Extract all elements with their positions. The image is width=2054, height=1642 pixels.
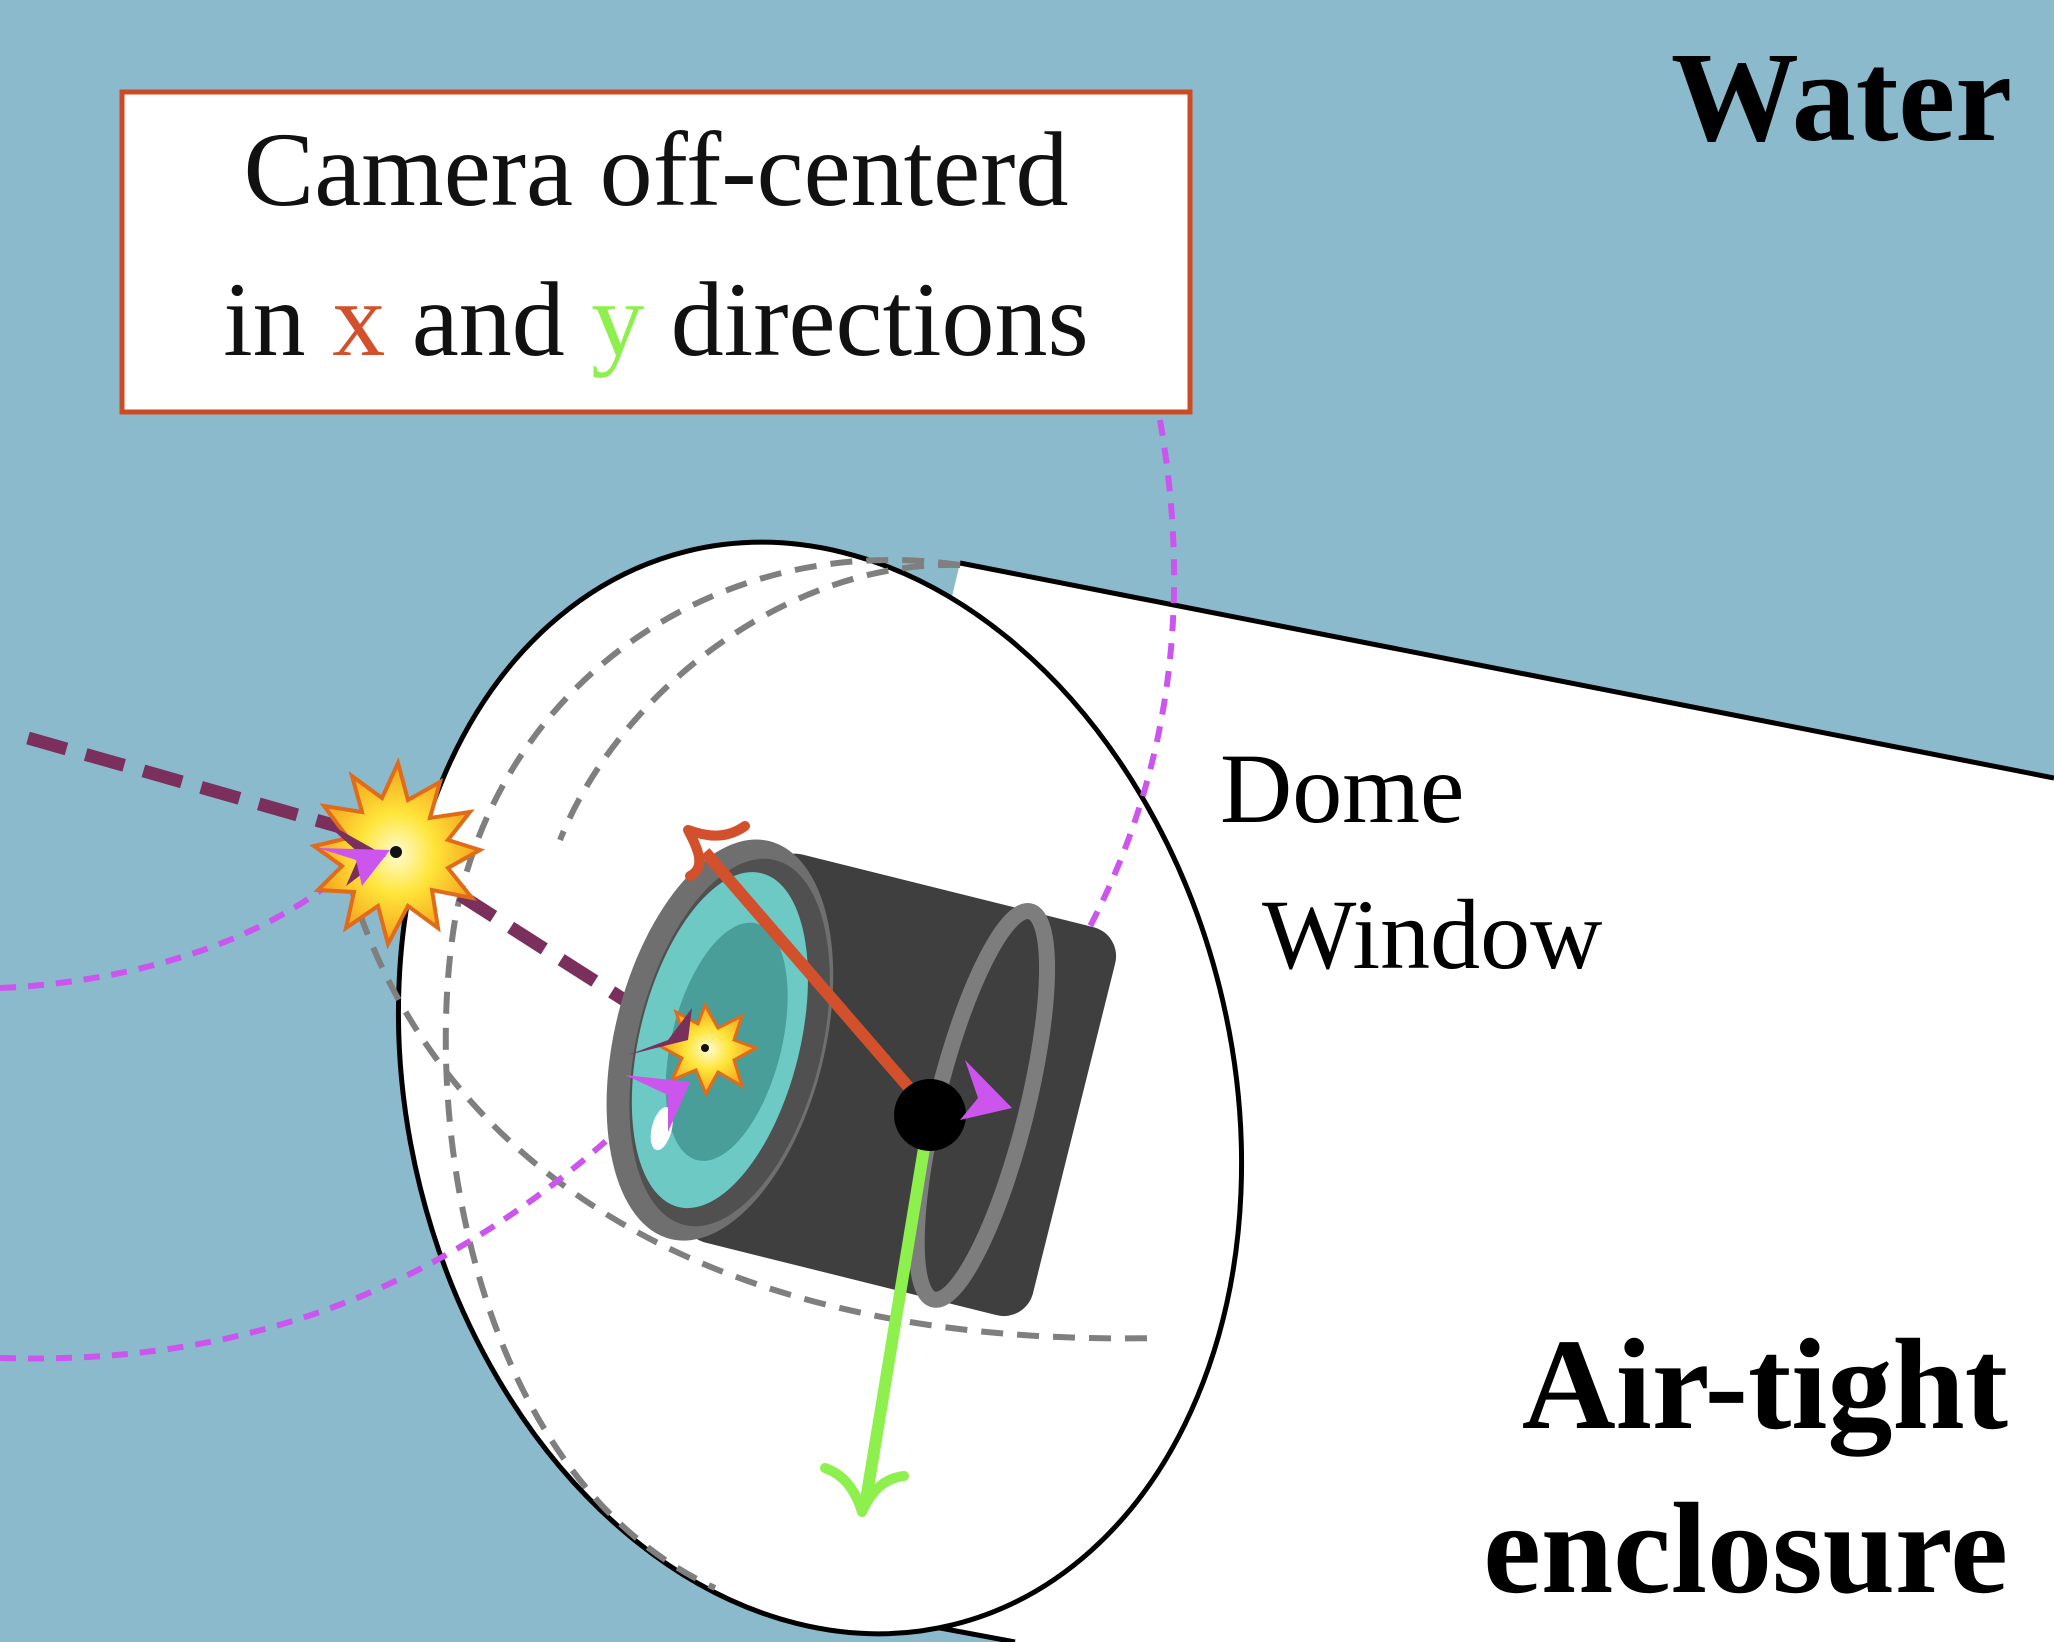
callout-line-2: in x and y directions <box>223 261 1089 378</box>
callout-line-2-prefix: in <box>223 261 332 378</box>
magenta-arrowhead-source-icon <box>318 848 390 886</box>
lens-highlight <box>650 1107 673 1151</box>
callout-x-label: x <box>332 261 385 378</box>
enclosure-top-edge <box>959 560 2054 781</box>
dome-window-label-line-2: Window <box>1262 879 1602 990</box>
y-axis-arrow <box>820 1111 936 1517</box>
point-source-center <box>390 846 402 858</box>
camera-center-point <box>894 1079 966 1151</box>
light-ray-lower-outside <box>0 1107 643 1362</box>
guide-arc-outer <box>442 557 961 1591</box>
dark-arrowhead-lens-icon <box>628 1008 692 1055</box>
callout-line-2-suffix: directions <box>644 261 1089 378</box>
magenta-arrowhead-center-icon <box>960 1060 1012 1120</box>
dark-ray <box>26 731 644 1016</box>
magenta-arrowhead-lens-icon <box>625 1075 690 1132</box>
dark-ray-inside <box>456 889 644 1016</box>
water-label: Water <box>1671 26 2012 168</box>
enclosure-label-line-2: enclosure <box>1483 1477 2008 1621</box>
enclosure-label-line-1: Air-tight <box>1522 1313 2008 1457</box>
callout-y-label: y <box>591 261 644 378</box>
dome-window-label-line-1: Dome <box>1220 733 1464 844</box>
callout-line-1: Camera off-centerd <box>244 111 1069 228</box>
image-flash-center <box>701 1044 709 1052</box>
callout-line-2-mid: and <box>385 261 591 378</box>
guide-arc-inner <box>557 561 961 842</box>
light-ray-through-center <box>972 419 1178 1097</box>
guide-arc-horizontal <box>337 844 1161 1342</box>
x-axis-arrow <box>683 821 935 1116</box>
guide-circles <box>337 557 1161 1591</box>
callout-box: Camera off-centerd in x and y directions <box>119 89 1193 415</box>
